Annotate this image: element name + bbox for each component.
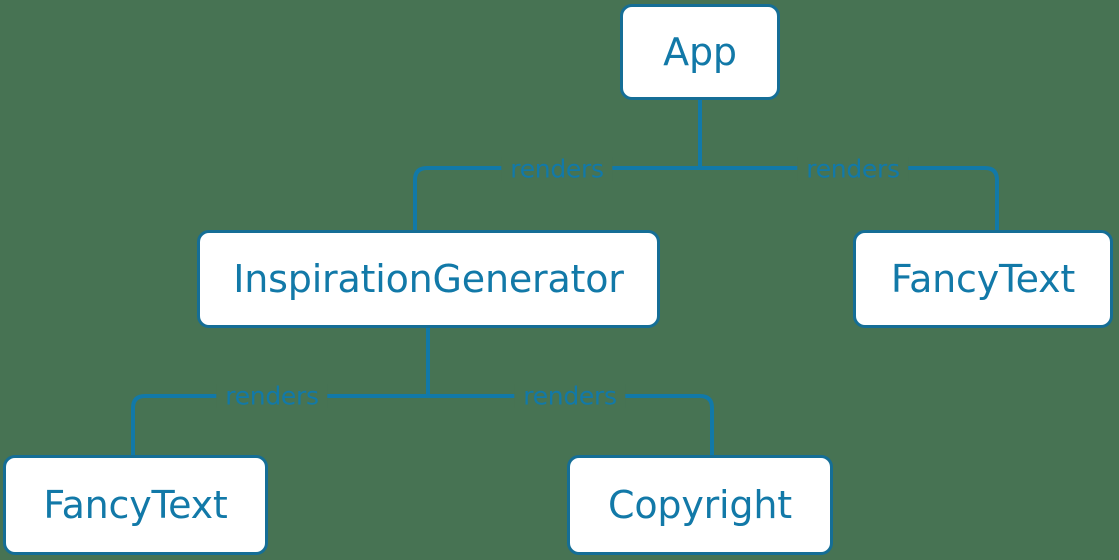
edge-label-inspirationgenerator-to-copyright: renders [514,383,626,409]
node-app-label: App [663,30,737,74]
node-copyright[interactable]: Copyright [567,455,833,555]
node-fancytext-bottom[interactable]: FancyText [3,455,268,555]
edge-inspirationgenerator-to-fancytext-bottom [131,394,146,455]
node-app[interactable]: App [620,4,780,100]
node-fancytext-right-label: FancyText [890,257,1076,301]
node-copyright-label: Copyright [608,483,792,527]
edge-app-to-inspirationgenerator [413,166,428,230]
edge-inspirationgenerator-to-copyright [699,394,714,455]
edge-label-app-to-fancytext-right: renders [797,156,909,182]
node-fancytext-right[interactable]: FancyText [853,230,1113,328]
edge-app-to-fancytext-right [984,166,999,230]
node-inspiration-generator-label: InspirationGenerator [233,257,624,301]
node-fancytext-bottom-label: FancyText [43,483,228,527]
edge-label-app-to-inspirationgenerator: renders [501,156,613,182]
node-inspiration-generator[interactable]: InspirationGenerator [197,230,660,328]
edge-label-inspirationgenerator-to-fancytext-bottom: renders [216,383,328,409]
